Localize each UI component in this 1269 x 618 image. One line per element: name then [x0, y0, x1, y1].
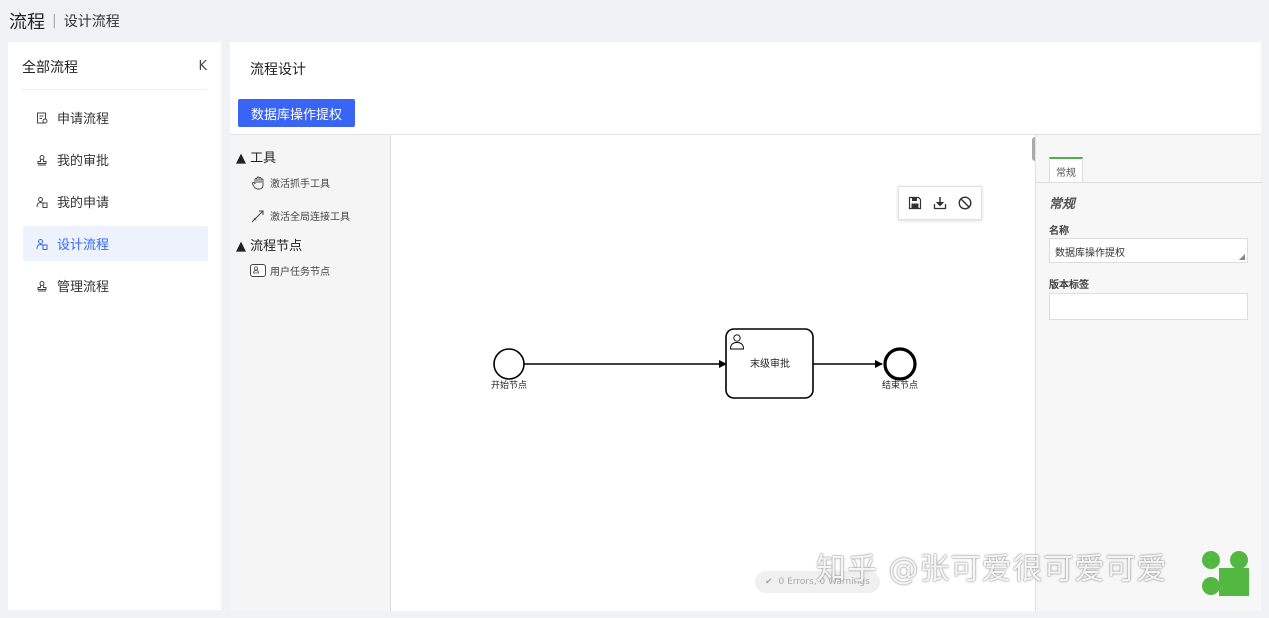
end-event-label: 结束节点	[882, 379, 918, 391]
user-task-label: 末级审批	[750, 357, 790, 370]
palette-item-user-task[interactable]: 用户任务节点	[250, 263, 330, 278]
puzzle-logo-icon	[1202, 551, 1249, 596]
palette-item-hand-tool[interactable]: 激活抓手工具	[250, 175, 330, 190]
version-tag-label: 版本标签	[1049, 280, 1089, 291]
validation-status-text: 0 Errors, 0 Warnings	[778, 577, 870, 587]
save-icon[interactable]	[905, 193, 925, 213]
sidebar-item-my-approval[interactable]: 我的审批	[23, 142, 208, 177]
sidebar: 全部流程 K 申请流程 我的审批 我的申请 设计流程	[8, 42, 221, 610]
sidebar-item-design-process[interactable]: 设计流程	[23, 226, 208, 261]
tab-divider	[1036, 182, 1262, 183]
start-event[interactable]	[493, 348, 525, 380]
sidebar-item-label: 我的申请	[57, 196, 110, 211]
cancel-icon[interactable]	[955, 193, 975, 213]
document-icon	[35, 111, 49, 125]
user-doc-icon	[35, 237, 49, 251]
palette-item-label: 激活全局连接工具	[270, 212, 350, 223]
resize-handle-icon[interactable]: ◢	[1238, 252, 1245, 261]
sidebar-item-manage-process[interactable]: 管理流程	[23, 268, 208, 303]
canvas-toolbox	[898, 186, 982, 220]
sidebar-menu: 申请流程 我的审批 我的申请 设计流程 管理流程	[8, 100, 221, 303]
check-icon: ✔	[765, 577, 773, 587]
bpmn-editor: ▲ 工具 激活抓手工具 激活全局连接工具 ▲ 流程节点 用户任务节点	[230, 134, 1262, 611]
name-field[interactable]: 数据库操作提权 ◢	[1049, 238, 1248, 263]
top-breadcrumb-bar: 流程 | 设计流程	[0, 0, 1269, 42]
version-tag-field[interactable]	[1049, 293, 1248, 320]
validation-status[interactable]: ✔ 0 Errors, 0 Warnings	[755, 571, 880, 593]
properties-panel: 常规 常规 名称 数据库操作提权 ◢ 版本标签	[1035, 135, 1262, 611]
sidebar-collapse-button[interactable]: K	[198, 59, 207, 74]
breadcrumb-current: 设计流程	[63, 14, 120, 30]
sidebar-item-apply-process[interactable]: 申请流程	[23, 100, 208, 135]
sidebar-title: 全部流程	[22, 59, 78, 76]
page-title: 流程	[9, 12, 45, 33]
process-tab-button[interactable]: 数据库操作提权	[238, 99, 356, 127]
section-title-general: 常规	[1049, 197, 1076, 212]
sidebar-item-label: 我的审批	[57, 154, 110, 169]
end-event[interactable]	[883, 347, 917, 381]
sidebar-item-my-application[interactable]: 我的申请	[23, 184, 208, 219]
start-event-label: 开始节点	[491, 379, 527, 391]
user-task-icon	[250, 264, 266, 278]
user-task-node-icon	[730, 334, 744, 350]
sidebar-item-label: 管理流程	[57, 280, 110, 295]
palette-group-nodes[interactable]: ▲ 流程节点	[236, 239, 303, 254]
main-panel: 流程设计 数据库操作提权 ▲ 工具 激活抓手工具 激活全局连接工具 ▲ 流程节点	[230, 42, 1262, 611]
breadcrumb-separator: |	[52, 13, 57, 29]
name-field-value: 数据库操作提权	[1055, 248, 1125, 259]
user-task-node[interactable]	[725, 328, 814, 399]
hand-icon	[250, 176, 266, 190]
palette-item-label: 激活抓手工具	[270, 179, 330, 190]
tab-general[interactable]: 常规	[1049, 157, 1083, 183]
connect-icon	[250, 209, 266, 223]
download-icon[interactable]	[930, 193, 950, 213]
user-doc-icon	[35, 195, 49, 209]
sidebar-header: 全部流程 K	[22, 42, 207, 90]
palette-group-tools[interactable]: ▲ 工具	[236, 151, 277, 166]
palette-item-label: 用户任务节点	[270, 267, 330, 278]
bpmn-diagram: 开始节点 末级审批 结束节点	[491, 328, 918, 399]
stamp-icon	[35, 153, 49, 167]
palette-item-global-connect[interactable]: 激活全局连接工具	[250, 208, 350, 223]
stamp-icon	[35, 279, 49, 293]
diagram-canvas[interactable]: 开始节点 末级审批 结束节点 ✔ 0 Errors, 0 Warnings	[391, 135, 1035, 611]
element-palette: ▲ 工具 激活抓手工具 激活全局连接工具 ▲ 流程节点 用户任务节点	[230, 135, 391, 611]
main-title: 流程设计	[250, 62, 306, 78]
watermark-text: 知乎 @张可爱很可爱可爱	[816, 552, 1168, 587]
sidebar-item-label: 设计流程	[57, 238, 110, 253]
sidebar-item-label: 申请流程	[57, 112, 110, 127]
name-field-label: 名称	[1049, 226, 1069, 237]
